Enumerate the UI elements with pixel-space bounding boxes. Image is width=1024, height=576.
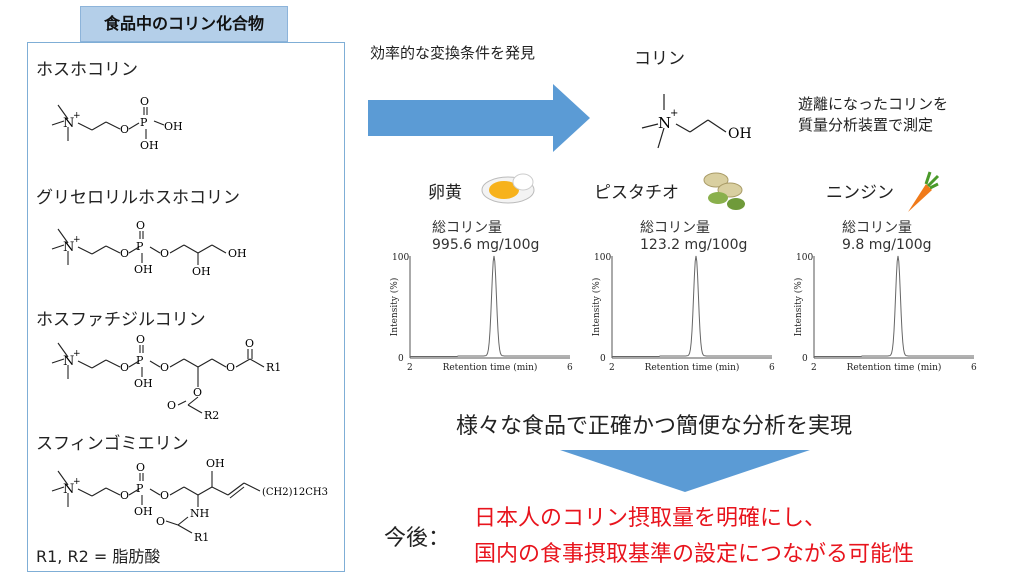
svg-text:+: + — [670, 108, 678, 119]
svg-text:O: O — [156, 515, 165, 528]
svg-text:P: P — [140, 116, 148, 129]
svg-text:O: O — [136, 333, 145, 346]
nitrogen-label: N — [63, 116, 74, 131]
svg-text:O: O — [160, 361, 169, 374]
sphingomyelin-structure: N + O P O O OH OH (CH2)12CH3 NH O R1 — [51, 457, 328, 544]
svg-text:P: P — [136, 354, 144, 367]
compound-name-phosphatidylcholine: ホスファチジルコリン — [36, 310, 206, 330]
panel-title: 食品中のコリン化合物 — [80, 6, 288, 42]
svg-text:(CH2)12CH3: (CH2)12CH3 — [262, 487, 328, 498]
pistachio-icon — [703, 172, 745, 210]
svg-text:O: O — [160, 247, 169, 260]
egg-yolk-icon — [481, 173, 535, 204]
summary-text: 様々な食品で正確かつ簡便な分析を実現 — [456, 414, 853, 439]
y-tick-label: 0 — [802, 354, 808, 364]
chromatogram-egg-yolk: 100 02 6 Retention time (min) Intensity (%) — [389, 253, 573, 373]
svg-text:O: O — [136, 461, 145, 474]
chromatogram-pistachio: 100 02 6 Retention time (min) Intensity (%) — [591, 253, 775, 373]
x-tick-label: 2 — [811, 363, 817, 373]
svg-text:OH: OH — [206, 457, 225, 470]
svg-text:OH: OH — [134, 263, 153, 276]
svg-text:O: O — [120, 247, 129, 260]
svg-text:O: O — [167, 399, 176, 412]
svg-text:OH: OH — [728, 126, 752, 142]
svg-text:N: N — [63, 240, 74, 255]
svg-text:OH: OH — [192, 265, 211, 278]
phosphocholine-structure: N + O P O OH OH — [51, 95, 183, 152]
svg-text:N: N — [658, 114, 671, 132]
future-line-1: 日本人のコリン摂取量を明確にし、 — [474, 506, 827, 531]
measurement-note: 遊離になったコリンを 質量分析装置で測定 — [798, 95, 949, 134]
x-axis-label: Retention time (min) — [645, 362, 740, 373]
series-line — [410, 255, 570, 357]
x-tick-label: 6 — [971, 363, 977, 373]
food-name-pistachio: ピスタチオ — [594, 183, 679, 203]
compound-name-sphingomyelin: スフィンゴミエリン — [36, 434, 189, 454]
phosphatidylcholine-structure: N + O P O O OH O O R1 O O R2 — [51, 333, 281, 421]
x-tick-label: 2 — [407, 363, 413, 373]
svg-text:NH: NH — [190, 507, 209, 520]
svg-text:O: O — [120, 361, 129, 374]
svg-text:N: N — [63, 354, 74, 369]
glycerophosphocholine-structure: N + O P O O OH OH OH — [51, 219, 247, 278]
y-axis-label: Intensity (%) — [389, 278, 400, 337]
future-label: 今後： — [384, 526, 451, 551]
svg-text:O: O — [160, 489, 169, 502]
svg-text:O: O — [140, 95, 149, 108]
food-name-carrot: ニンジン — [826, 183, 894, 203]
svg-text:OH: OH — [228, 247, 247, 260]
y-tick-label: 0 — [398, 354, 404, 364]
x-axis-label: Retention time (min) — [443, 362, 538, 373]
svg-text:OH: OH — [164, 120, 183, 133]
svg-text:R1: R1 — [194, 531, 209, 544]
food-name-egg-yolk: 卵黄 — [428, 183, 462, 203]
svg-text:O: O — [120, 489, 129, 502]
svg-text:O: O — [226, 361, 235, 374]
svg-text:P: P — [136, 482, 144, 495]
svg-text:N: N — [63, 482, 74, 497]
svg-text:O: O — [136, 219, 145, 232]
svg-text:P: P — [136, 240, 144, 253]
arrow-caption: 効率的な変換条件を発見 — [370, 44, 536, 62]
svg-text:+: + — [73, 349, 81, 359]
svg-text:O: O — [193, 386, 202, 399]
svg-text:+: + — [73, 477, 81, 487]
series-line — [814, 255, 974, 357]
compound-panel: ホスホコリン N + O P O OH OH グリセロリルホスホコリン N + … — [27, 42, 345, 572]
compound-name-glycerophosphocholine: グリセロリルホスホコリン — [36, 188, 240, 208]
svg-text:OH: OH — [140, 139, 159, 152]
svg-text:R1: R1 — [266, 361, 281, 374]
conversion-arrow — [368, 84, 590, 152]
svg-text:O: O — [245, 337, 254, 350]
svg-text:OH: OH — [134, 505, 153, 518]
y-axis-label: Intensity (%) — [591, 278, 602, 337]
series-line — [612, 255, 772, 357]
chromatogram-carrot: 100 02 6 Retention time (min) Intensity (%) — [793, 253, 977, 373]
svg-text:O: O — [120, 123, 129, 136]
x-tick-label: 6 — [567, 363, 573, 373]
y-axis-label: Intensity (%) — [793, 278, 804, 337]
down-arrow — [560, 450, 810, 492]
x-axis-label: Retention time (min) — [847, 362, 942, 373]
choline-title: コリン — [634, 49, 685, 69]
y-tick-label: 100 — [594, 253, 611, 263]
compound-name-phosphocholine: ホスホコリン — [36, 60, 138, 80]
svg-text:OH: OH — [134, 377, 153, 390]
fatty-acid-footnote: R1, R2 = 脂肪酸 — [36, 547, 161, 566]
y-tick-label: 100 — [796, 253, 813, 263]
y-tick-label: 0 — [600, 354, 606, 364]
svg-text:R2: R2 — [204, 409, 219, 421]
future-line-2: 国内の食事摂取基準の設定につながる可能性 — [474, 542, 915, 567]
choline-structure: N + OH — [641, 94, 752, 149]
x-tick-label: 2 — [609, 363, 615, 373]
x-tick-label: 6 — [769, 363, 775, 373]
y-tick-label: 100 — [392, 253, 409, 263]
carrot-icon — [908, 171, 940, 212]
svg-text:+: + — [73, 111, 81, 121]
svg-text:+: + — [73, 235, 81, 245]
